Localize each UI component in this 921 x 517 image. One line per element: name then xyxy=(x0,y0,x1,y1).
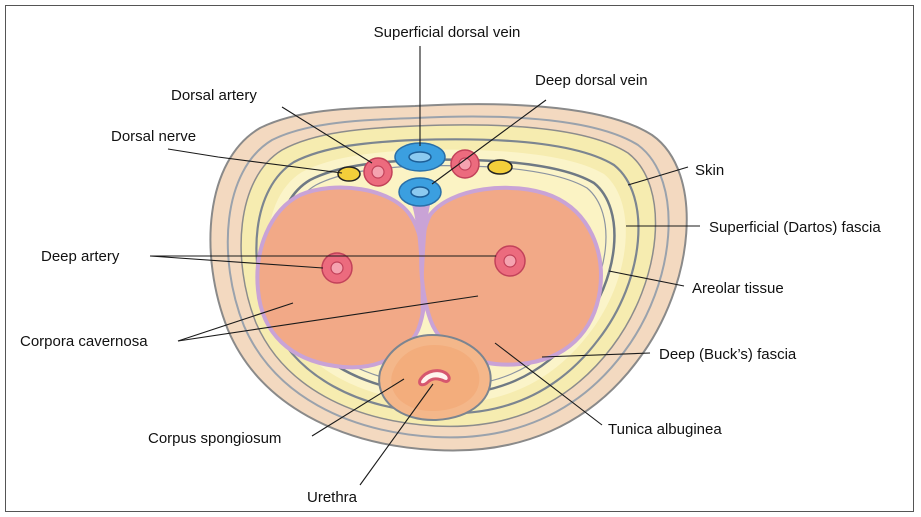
label-superficial-fascia: Superficial (Dartos) fascia xyxy=(709,219,881,236)
label-areolar-tissue: Areolar tissue xyxy=(692,280,784,297)
label-dorsal-nerve: Dorsal nerve xyxy=(111,128,196,145)
deep-artery-left-core xyxy=(331,262,343,274)
label-corpus-spongiosum: Corpus spongiosum xyxy=(148,430,281,447)
label-tunica-albuginea: Tunica albuginea xyxy=(608,421,722,438)
label-deep-fascia: Deep (Buck’s) fascia xyxy=(659,346,797,363)
label-skin: Skin xyxy=(695,162,724,179)
deep-artery-right-core xyxy=(504,255,516,267)
label-deep-dorsal-vein: Deep dorsal vein xyxy=(535,72,648,89)
dorsal-nerve-left xyxy=(338,167,360,181)
label-dorsal-artery: Dorsal artery xyxy=(171,87,257,104)
dorsal-artery-left-core xyxy=(372,166,384,178)
superficial-dorsal-vein-core xyxy=(409,152,431,162)
deep-dorsal-vein-core xyxy=(411,187,429,197)
dorsal-nerve-right xyxy=(488,160,512,174)
label-superficial-dorsal-vein: Superficial dorsal vein xyxy=(374,24,521,41)
label-urethra: Urethra xyxy=(307,489,358,506)
label-corpora-cavernosa: Corpora cavernosa xyxy=(20,333,148,350)
label-deep-artery: Deep artery xyxy=(41,248,120,265)
